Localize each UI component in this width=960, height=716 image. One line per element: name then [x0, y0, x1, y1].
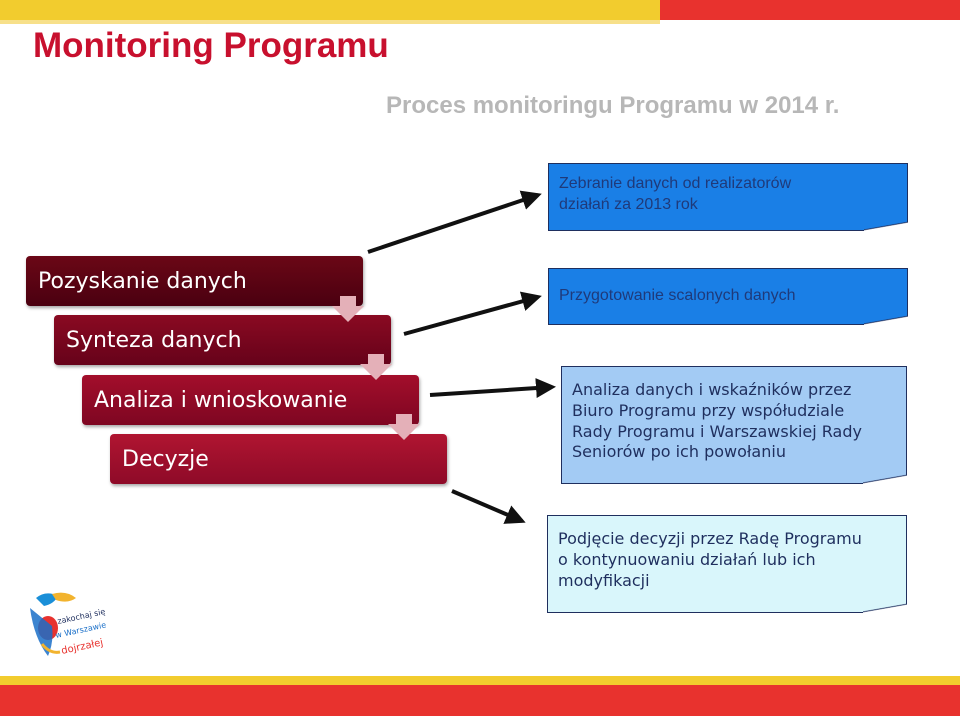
note-line: Podjęcie decyzji przez Radę Programu [558, 529, 862, 548]
connector-arrow [367, 190, 542, 254]
page-subtitle: Proces monitoringu Programu w 2014 r. [386, 92, 840, 119]
note-line: o kontynuowaniu działań lub ich [558, 549, 816, 569]
note-przygotowanie: Przygotowanie scalonych danych [548, 268, 908, 325]
page-title: Monitoring Programu [33, 26, 389, 65]
logo-line: dojrzałej [60, 637, 104, 657]
note-line: Biuro Programu przy współudziale [572, 400, 845, 420]
note-line: Seniorów po ich powołaniu [572, 442, 786, 462]
connector-arrow [403, 291, 542, 336]
connector-arrow [429, 378, 556, 399]
bottom-red-bar [0, 685, 960, 716]
note-line: Przygotowanie scalonych danych [559, 287, 796, 305]
stage-analiza: Analiza i wnioskowanie [82, 375, 419, 425]
program-logo: zakochaj się w Warszawie dojrzałej [30, 592, 107, 657]
note-decyzje: Podjęcie decyzji przez Radę Programu o k… [547, 515, 907, 613]
stage-label: Synteza danych [66, 327, 242, 353]
down-arrow-icon [332, 296, 364, 322]
top-red-bar [660, 0, 960, 20]
stage-pozyskanie: Pozyskanie danych [26, 256, 363, 306]
stage-label: Pozyskanie danych [38, 268, 247, 294]
top-yellow-bar [0, 0, 660, 24]
note-line: modyfikacji [558, 570, 650, 590]
stage-synteza: Synteza danych [54, 315, 391, 365]
bottom-yellow-bar [0, 676, 960, 685]
note-line: Zebranie danych od realizatorów [559, 175, 792, 192]
stage-label: Decyzje [122, 446, 209, 472]
note-analiza: Analiza danych i wskaźników przez Biuro … [561, 366, 907, 484]
note-line: Analiza danych i wskaźników przez [572, 380, 852, 399]
note-zebranie-danych: Zebranie danych od realizatorów działań … [548, 163, 908, 231]
stage-decyzje: Decyzje [110, 434, 447, 484]
down-arrow-icon [388, 414, 420, 440]
connector-arrow [451, 489, 526, 524]
note-line: Rady Programu i Warszawskiej Rady [572, 421, 862, 441]
note-line: działań za 2013 rok [559, 195, 698, 213]
stage-label: Analiza i wnioskowanie [94, 387, 348, 413]
down-arrow-icon [360, 354, 392, 380]
